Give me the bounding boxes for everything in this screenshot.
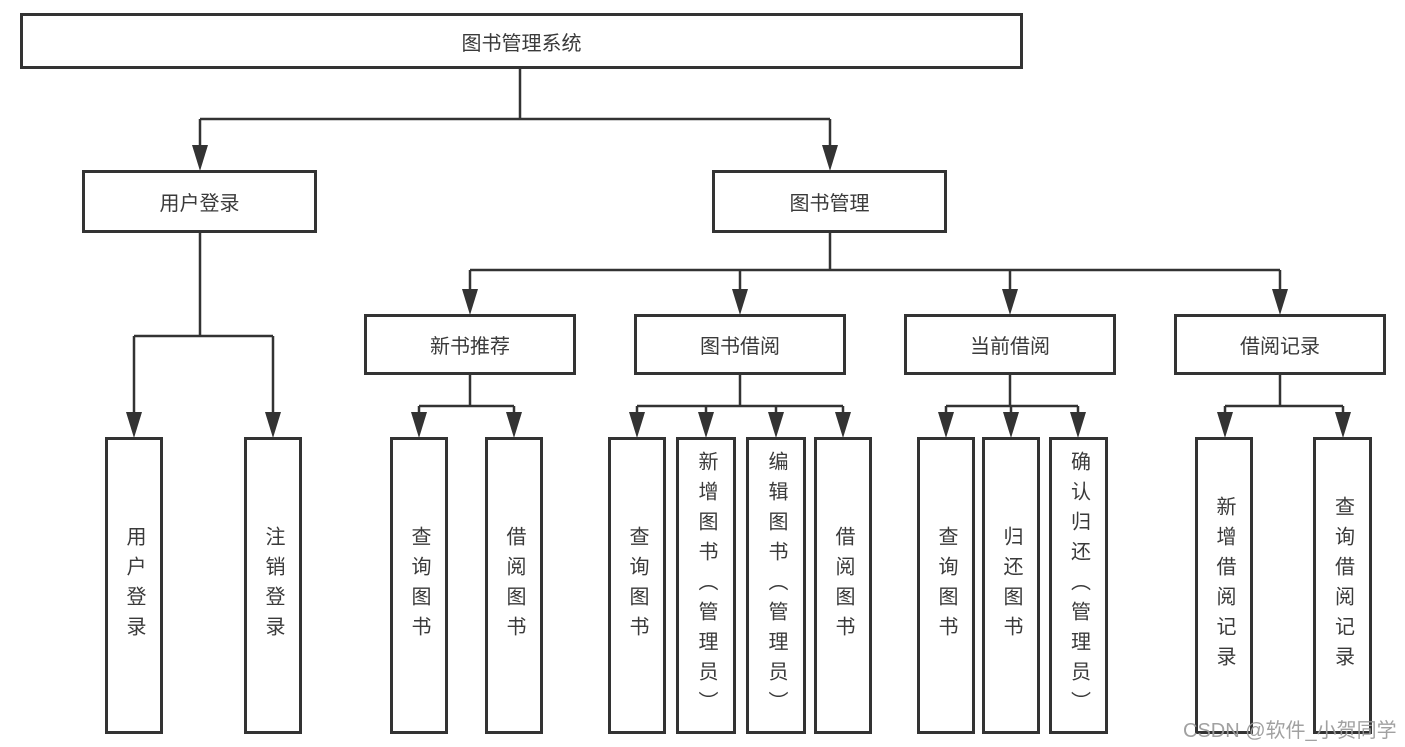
leaf-borrow-edit-books-admin-label: 编辑图书（管理员） (765, 450, 787, 721)
connector-bookmgmt-to-level3 (468, 233, 1282, 293)
leaf-current-return-books: 归还图书 (982, 437, 1040, 734)
connector-bookborrow-to-leaves (635, 375, 845, 416)
leaf-current-query-books: 查询图书 (917, 437, 975, 734)
arrowheads-currentborrow-to-leaves (938, 412, 1086, 438)
leaf-newbooks-borrow-books: 借阅图书 (485, 437, 543, 734)
connector-root-to-level2 (198, 69, 832, 150)
leaf-borrow-borrow-books: 借阅图书 (814, 437, 872, 734)
leaf-current-confirm-return-admin-label: 确认归还（管理员） (1067, 450, 1090, 721)
node-system-root-label: 图书管理系统 (461, 32, 582, 55)
node-borrow-records: 借阅记录 (1174, 314, 1386, 375)
node-book-borrowing: 图书借阅 (634, 314, 846, 375)
leaf-borrow-edit-books-admin: 编辑图书（管理员） (746, 437, 806, 734)
arrowheads-userlogin-to-leaves (126, 412, 281, 438)
node-current-borrowing: 当前借阅 (904, 314, 1116, 375)
leaf-current-query-books-label: 查询图书 (935, 525, 957, 646)
leaf-newbooks-query-books: 查询图书 (390, 437, 448, 734)
node-book-borrowing-label: 图书借阅 (700, 336, 780, 358)
leaf-records-add-record: 新增借阅记录 (1195, 437, 1253, 734)
node-new-book-recommend-label: 新书推荐 (430, 336, 510, 358)
arrowheads-bookmgmt-to-level3 (462, 289, 1288, 315)
leaf-records-query-record-label: 查询借阅记录 (1331, 495, 1354, 676)
leaf-borrow-add-books-admin: 新增图书（管理员） (676, 437, 736, 734)
arrowheads-bookborrow-to-leaves (629, 412, 851, 438)
connector-currentborrow-to-leaves (944, 375, 1080, 416)
node-new-book-recommend: 新书推荐 (364, 314, 576, 375)
leaf-borrow-add-books-admin-label: 新增图书（管理员） (695, 450, 717, 721)
leaf-current-return-books-label: 归还图书 (1000, 525, 1022, 646)
csdn-watermark: CSDN @软件_小贺同学 (1183, 720, 1397, 742)
arrowheads-borrowrecords-to-leaves (1217, 412, 1351, 438)
node-book-management-label: 图书管理 (789, 193, 870, 215)
leaf-user-login: 用户登录 (105, 437, 163, 734)
node-user-login: 用户登录 (82, 170, 317, 233)
leaf-user-login-label: 用户登录 (123, 525, 145, 646)
connector-newbooks-to-leaves (417, 375, 516, 416)
leaf-records-query-record: 查询借阅记录 (1313, 437, 1372, 734)
leaf-borrow-query-books-label: 查询图书 (626, 525, 648, 646)
leaf-current-confirm-return-admin: 确认归还（管理员） (1049, 437, 1108, 734)
connector-userlogin-to-leaves (132, 233, 275, 416)
leaf-logout-label: 注销登录 (262, 525, 284, 646)
leaf-borrow-borrow-books-label: 借阅图书 (832, 525, 854, 646)
node-current-borrowing-label: 当前借阅 (970, 336, 1050, 358)
node-user-login-label: 用户登录 (159, 193, 240, 215)
leaf-records-add-record-label: 新增借阅记录 (1213, 495, 1235, 676)
leaf-logout: 注销登录 (244, 437, 302, 734)
leaf-newbooks-query-books-label: 查询图书 (408, 525, 430, 646)
leaf-borrow-query-books: 查询图书 (608, 437, 666, 734)
connector-borrowrecords-to-leaves (1223, 375, 1345, 416)
arrowheads-root-to-level2 (192, 145, 838, 171)
node-borrow-records-label: 借阅记录 (1240, 336, 1320, 358)
arrowheads-newbooks-to-leaves (411, 412, 522, 438)
node-book-management: 图书管理 (712, 170, 947, 233)
node-system-root: 图书管理系统 (20, 13, 1023, 69)
leaf-newbooks-borrow-books-label: 借阅图书 (503, 525, 525, 646)
